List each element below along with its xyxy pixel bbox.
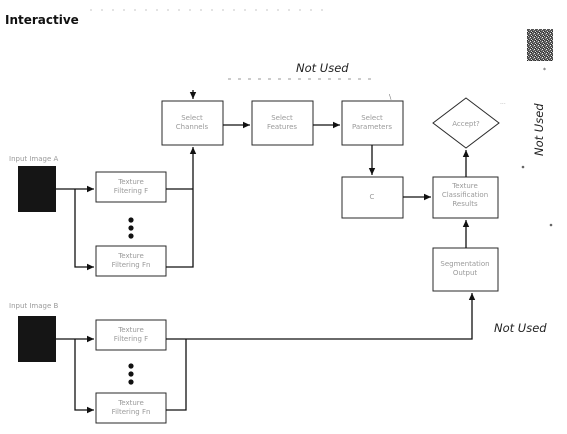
svg-text:Accept?: Accept? [452,120,480,128]
ellipsis-dot [128,363,134,369]
node-decision: Accept? [432,97,500,149]
input-a-label: Input Image A [9,155,58,163]
star-marker: * [543,67,546,74]
input-b-label: Input Image B [9,302,58,310]
edge-input-a-filtern [74,189,94,271]
edge-to-bottom-right [186,293,476,340]
input-image-b [18,316,56,362]
not-used-label-top: Not Used [296,61,349,75]
tick-marker: ... [500,99,506,106]
node-classifier: C [341,176,404,219]
ellipsis-dot [128,371,134,377]
dot-marker [521,165,525,169]
ellipsis-dot [128,217,134,223]
dot-marker [549,223,553,227]
diagram-title: Interactive [5,13,79,27]
input-image-a [18,166,56,212]
svg-text:C: C [370,193,375,201]
ellipsis-dot [128,225,134,231]
not-used-label-right: Not Used [532,103,546,156]
ellipsis-dot [128,233,134,239]
edge-filtern-out [166,189,194,268]
edge-input-b-filtern [74,339,94,414]
not-used-label-bottom: Not Used [494,321,547,335]
texture-thumbnail [527,29,553,61]
ellipsis-dot [128,379,134,385]
tick-marker: \ [389,93,392,101]
edge-filternb-out [166,339,187,411]
